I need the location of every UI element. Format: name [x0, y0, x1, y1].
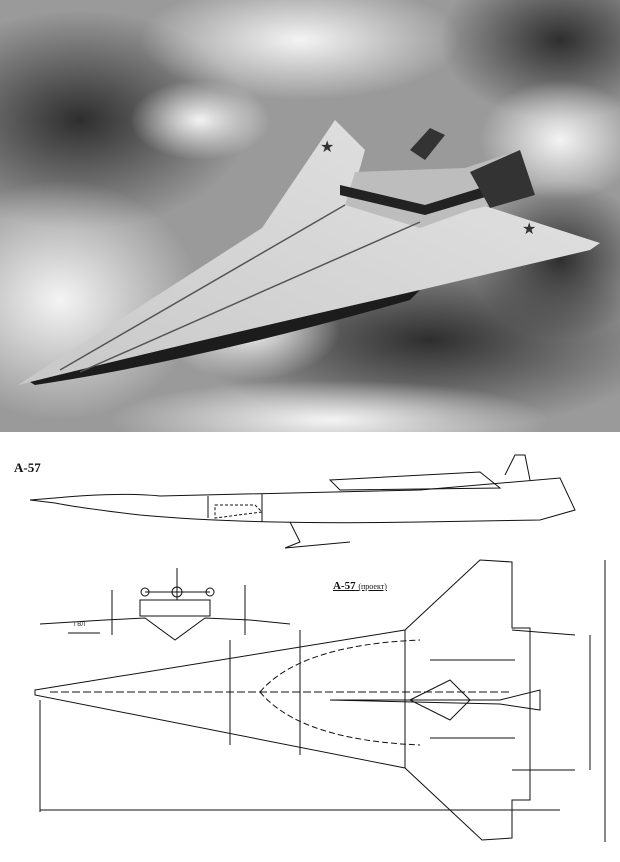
three-view-drawing [29, 454, 606, 842]
aircraft-photo: ★ ★ [0, 0, 620, 432]
plan-view [34, 559, 606, 842]
red-star-icon: ★ [522, 221, 536, 238]
red-star-icon: ★ [320, 139, 334, 156]
plan-view-title-text: А-57 [333, 580, 356, 592]
side-view-title: А-57 [14, 460, 41, 475]
plan-view-title: А-57 (проект) [333, 580, 387, 592]
front-view-label: ГВЛ [74, 622, 86, 628]
aircraft: ★ ★ [18, 120, 600, 385]
side-view [29, 454, 576, 549]
plan-view-subtitle: (проект) [358, 582, 387, 591]
front-view [39, 568, 291, 641]
